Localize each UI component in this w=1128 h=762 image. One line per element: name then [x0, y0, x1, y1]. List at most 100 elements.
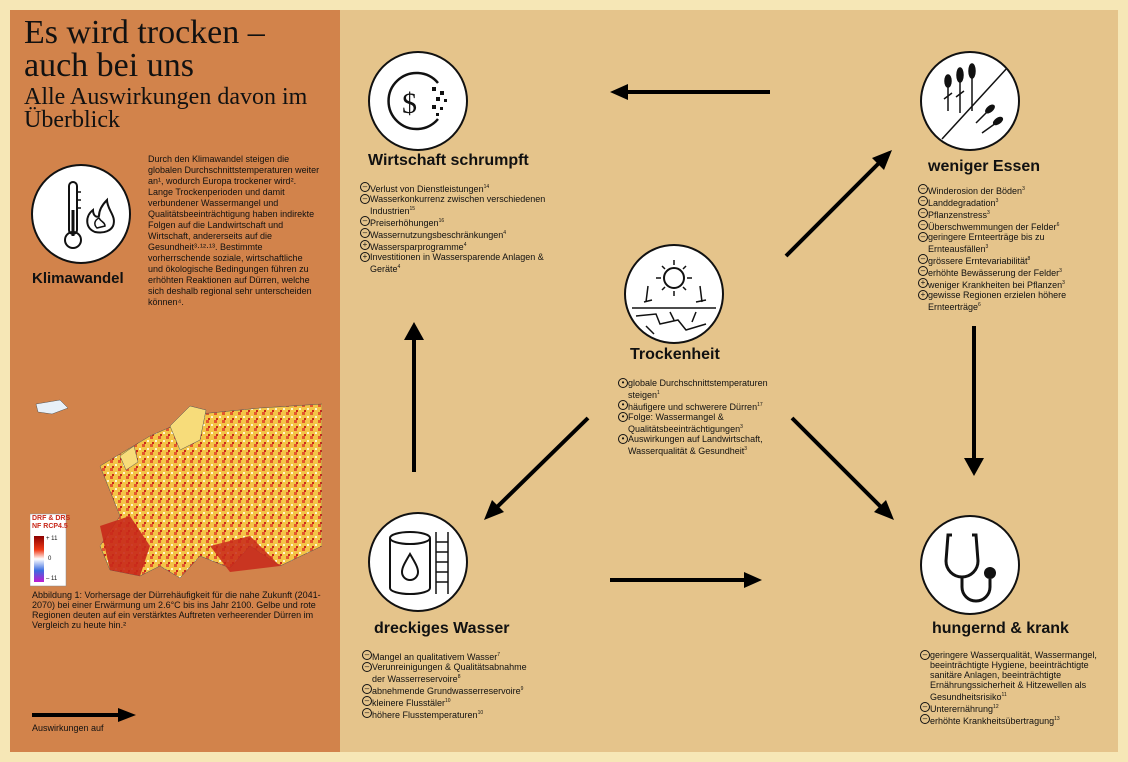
list-item: –Verlust von Dienstleistungen14 [360, 182, 570, 194]
list-item-text: Wassersparprogramme [370, 242, 464, 252]
list-item: +gewisse Regionen erzielen höhere Erntee… [918, 290, 1096, 312]
plus-icon: + [360, 252, 370, 262]
list-item: +weniger Krankheiten bei Pflanzen3 [918, 278, 1096, 290]
drought-map: DRF & DRS NF RCP4.5 + 11 0 – 11 [29, 396, 323, 588]
page-title: Es wird trocken – auch bei uns [24, 14, 265, 84]
arrow-trockenheit-to-krank [790, 416, 894, 520]
minus-icon: – [918, 220, 928, 230]
list-item: –Landdegradation3 [918, 196, 1096, 208]
list-item: –grössere Erntevariabilität8 [918, 254, 1096, 266]
list-item-text: Unterernährung [930, 704, 994, 714]
list-item-text: gewisse Regionen erzielen höhere Ernteer… [928, 290, 1067, 312]
reference-number: 4 [463, 242, 467, 248]
list-item-text: Wassernutzungsbeschränkungen [370, 230, 504, 240]
reference-number: 11 [1001, 692, 1007, 698]
klimawandel-text: Durch den Klimawandel steigen die global… [148, 154, 320, 307]
list-item-text: geringere Wasserqualität, Wassermangel, … [930, 650, 1097, 702]
list-item: –geringere Wasserqualität, Wassermangel,… [920, 650, 1104, 702]
arrow-essen-to-wirtschaft [610, 84, 770, 100]
reference-number: 8 [457, 674, 461, 680]
list-item-text: erhöhte Krankheitsübertragung [930, 716, 1055, 726]
thermometer-fire-icon [31, 164, 131, 264]
list-item-text: Auswirkungen auf Landwirtschaft, Wasserq… [628, 434, 763, 456]
list-item-text: abnehmende Grundwasserreservoire [372, 686, 521, 696]
map-legend-max: + 11 [46, 536, 58, 542]
minus-icon: – [918, 184, 928, 194]
list-item: –erhöhte Krankheitsübertragung13 [920, 714, 1104, 726]
node-wirtschaft-list: –Verlust von Dienstleistungen14–Wasserko… [360, 182, 570, 274]
list-item-text: Wasserkonkurrenz zwischen verschiedenen … [370, 194, 546, 216]
minus-icon: – [362, 650, 372, 660]
list-item-text: weniger Krankheiten bei Pflanzen [928, 280, 1063, 290]
reference-number: 3 [1022, 186, 1025, 192]
reference-number: 6 [1056, 222, 1060, 228]
list-item: –abnehmende Grundwasserreservoire9 [362, 684, 538, 696]
plus-icon: + [918, 278, 928, 288]
list-item-text: globale Durchschnittstemperaturen steige… [628, 378, 768, 400]
reference-number: 1 [657, 390, 660, 396]
node-wirtschaft-label: Wirtschaft schrumpft [368, 152, 529, 169]
minus-icon: – [920, 702, 930, 712]
arrow-trockenheit-to-wasser [484, 416, 590, 520]
reference-number: 4 [503, 230, 507, 236]
minus-icon: – [362, 708, 372, 718]
reference-number: 3 [1059, 268, 1062, 274]
map-legend-title: DRF & DRS NF RCP4.5 [32, 515, 71, 530]
list-item: –Überschwemmungen der Felder6 [918, 220, 1096, 232]
node-essen-label: weniger Essen [928, 158, 1041, 175]
water-tank-drop-icon [368, 512, 468, 612]
node-wasser-label: dreckiges Wasser [374, 620, 510, 637]
node-krank-label: hungernd & krank [932, 620, 1069, 637]
list-item-text: Verunreinigungen & Qualitätsabnahme der … [372, 662, 527, 684]
reference-number: 3 [740, 424, 743, 430]
list-item-text: Überschwemmungen der Felder [928, 222, 1057, 232]
reference-number: 16 [438, 218, 445, 224]
list-item-text: Pflanzenstress [928, 210, 988, 220]
node-trockenheit-list: • globale Durchschnittstemperaturen steig… [618, 378, 798, 456]
list-item: –Pflanzenstress3 [918, 208, 1096, 220]
reference-number: 17 [757, 402, 763, 408]
list-item-text: Mangel an qualitativem Wasser [372, 652, 498, 662]
minus-icon: – [918, 196, 928, 206]
list-item: –Mangel an qualitativem Wasser7 [362, 650, 538, 662]
sun-cracked-earth-icon [624, 244, 724, 344]
list-item-text: erhöhte Bewässerung der Felder [928, 268, 1060, 278]
sidebar-panel: Es wird trocken – auch bei uns Alle Ausw… [10, 10, 340, 752]
list-item: •häufigere und schwerere Dürren17 [618, 400, 798, 412]
reference-number: 3 [1062, 280, 1065, 286]
node-trockenheit-label: Trockenheit [630, 346, 720, 363]
list-item-text: höhere Flusstemperaturen [372, 710, 478, 720]
list-item: –Wasserkonkurrenz zwischen verschiedenen… [360, 194, 570, 216]
list-item: –Wassernutzungsbeschränkungen4 [360, 228, 570, 240]
reference-number: 3 [995, 198, 999, 204]
map-legend-min: – 11 [46, 576, 58, 582]
reference-number: 15 [409, 206, 416, 212]
list-item-text: Folge: Wassermangel & Qualitätsbeeinträc… [628, 412, 741, 434]
minus-icon: – [360, 194, 370, 204]
minus-icon: – [918, 232, 928, 242]
arrow-trockenheit-to-essen [784, 150, 892, 258]
list-item: –höhere Flusstemperaturen10 [362, 708, 538, 720]
minus-icon: – [918, 254, 928, 264]
list-item-text: Landdegradation [928, 198, 996, 208]
list-item-text: Investitionen in Wassersparende Anlagen … [370, 252, 544, 274]
reference-number: 9 [520, 686, 524, 692]
legend-arrow [32, 708, 136, 722]
dot-icon: • [618, 434, 628, 444]
reference-number: 3 [987, 210, 990, 216]
list-item-text: Winderosion der Böden [928, 186, 1023, 196]
minus-icon: – [918, 266, 928, 276]
list-item-text: Preiserhöhungen [370, 218, 439, 228]
list-item-text: geringere Ernteerträge bis zu Ernteausfä… [928, 232, 1045, 254]
node-krank-list: –geringere Wasserqualität, Wassermangel,… [920, 650, 1104, 726]
minus-icon: – [360, 182, 370, 192]
dollar-coin-crumbling-icon: $ [368, 51, 468, 151]
wheat-crop-icon [920, 51, 1020, 151]
list-item: –Winderosion der Böden3 [918, 184, 1096, 196]
minus-icon: – [362, 662, 372, 672]
list-item: •Auswirkungen auf Landwirtschaft, Wasser… [618, 434, 798, 456]
arrow-essen-to-krank [964, 326, 984, 476]
reference-number: 7 [497, 652, 501, 658]
reference-number: 4 [397, 264, 401, 270]
reference-number: 3 [744, 446, 748, 452]
